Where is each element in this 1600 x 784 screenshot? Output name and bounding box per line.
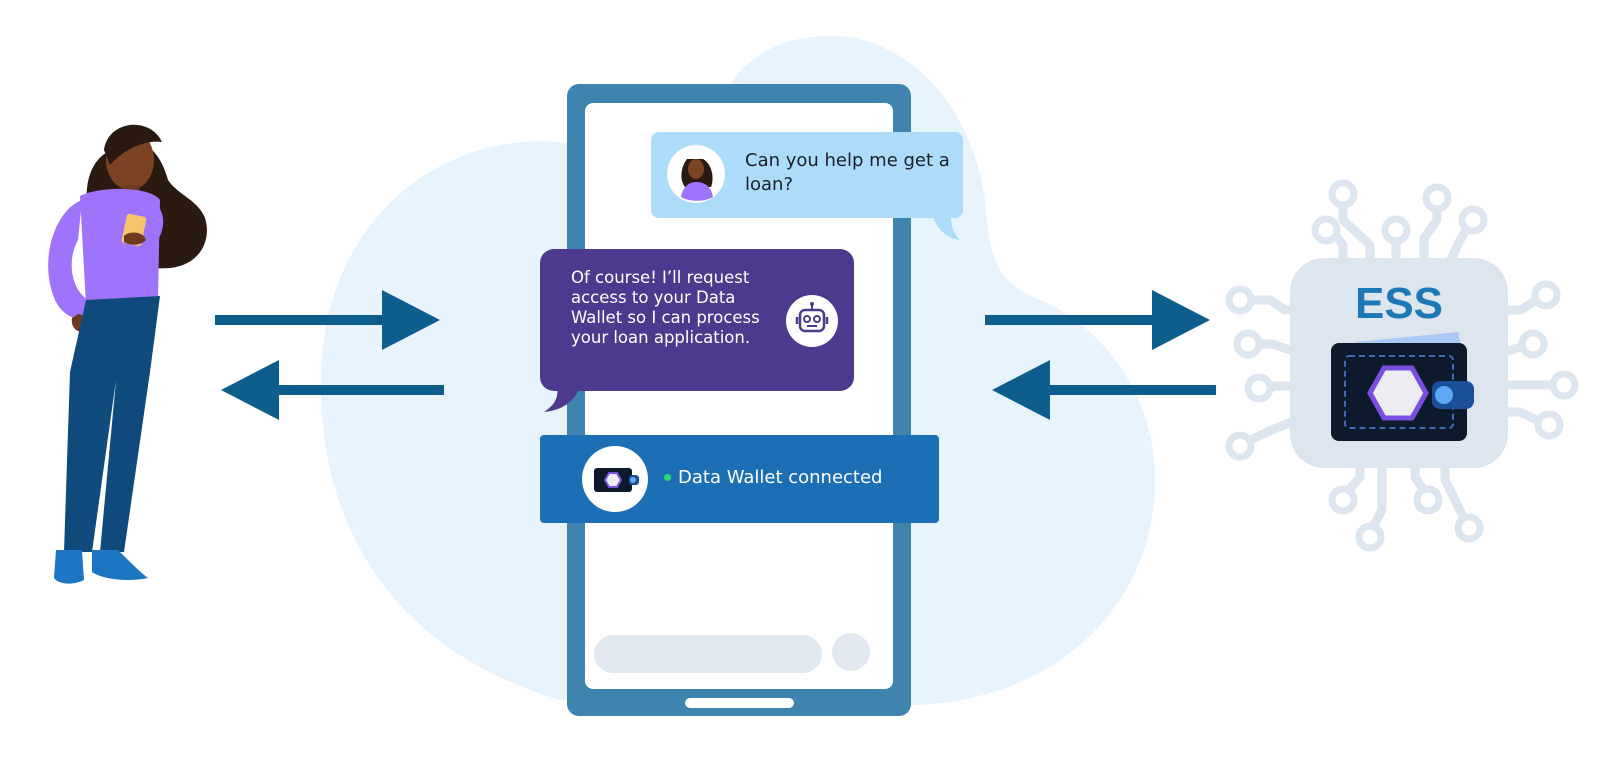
woman-right-hand [124, 232, 146, 245]
woman-legs [64, 296, 160, 552]
right-arrow-from-ess [992, 360, 1216, 420]
woman-left-arm [48, 200, 88, 319]
left-arrow-from-phone [221, 360, 444, 420]
user-message-bubble: Can you help me get a loan? [651, 132, 963, 218]
robot-icon [786, 295, 838, 347]
bot-message-bubble: Of course! I’ll request access to your D… [540, 249, 854, 391]
woman-avatar-icon [667, 145, 725, 203]
left-arrow-to-phone [215, 290, 440, 350]
wallet-status-bar: Data Wallet connected [540, 435, 939, 523]
wallet-status-icon [582, 446, 648, 512]
message-input-field [594, 635, 822, 673]
woman-left-shoe [54, 550, 84, 584]
home-indicator [685, 698, 794, 708]
wallet-hexagon [1367, 365, 1429, 421]
send-button [832, 633, 870, 671]
data-wallet-icon [1331, 332, 1474, 441]
status-text: Data Wallet connected [678, 467, 883, 488]
woman-figure [48, 124, 207, 584]
connected-status-dot [664, 474, 671, 481]
ess-label: ESS [1355, 279, 1443, 328]
bot-message-text: Of course! I’ll request access to your D… [571, 268, 760, 347]
right-arrow-to-ess [985, 290, 1210, 350]
woman-right-shoe [92, 550, 148, 580]
user-message-text: Can you help me get a loan? [745, 150, 950, 195]
woman-hair-top [104, 124, 162, 165]
